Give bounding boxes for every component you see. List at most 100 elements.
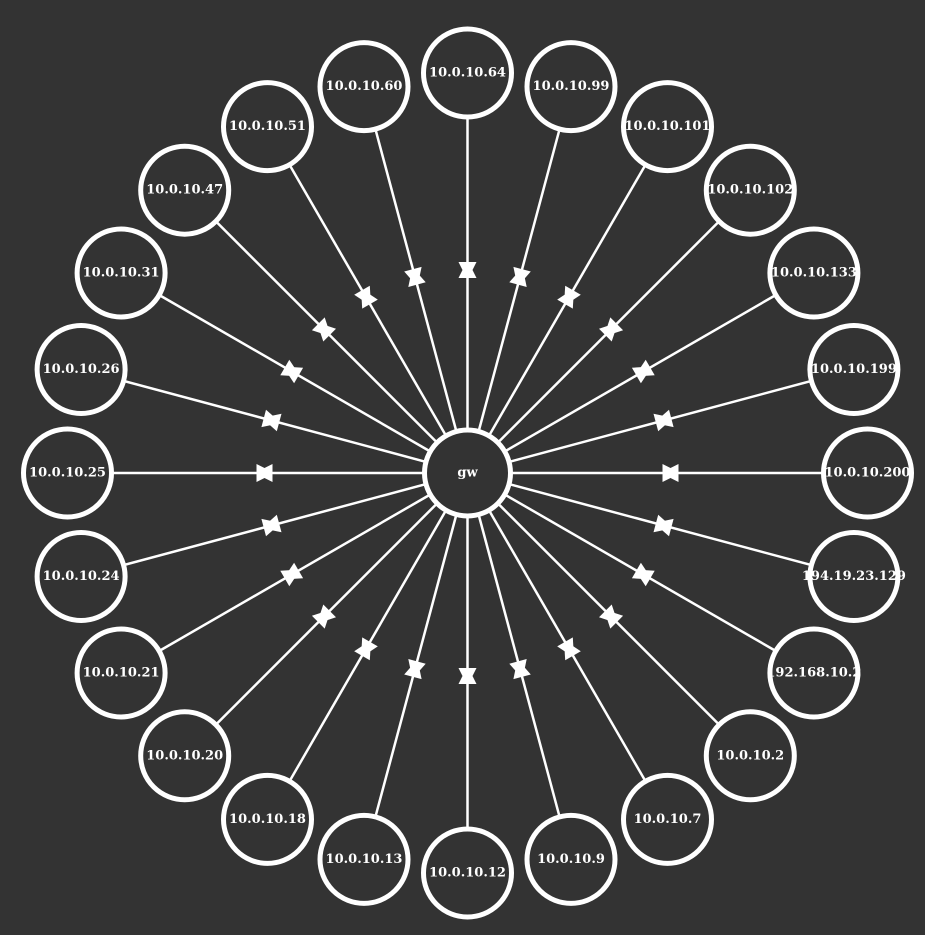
node-10.0.10.2[interactable]: 10.0.10.2 <box>703 709 797 803</box>
arrowhead-outbound <box>261 413 282 432</box>
node-circle <box>221 772 314 866</box>
node-label: 10.0.10.2 <box>716 748 784 763</box>
node-label: 10.0.10.99 <box>533 79 610 94</box>
node-10.0.10.47[interactable]: 10.0.10.47 <box>138 143 232 237</box>
arrowhead-outbound <box>631 366 652 384</box>
node-circle <box>703 143 797 237</box>
node-10.0.10.200[interactable]: 10.0.10.200 <box>821 426 914 520</box>
node-circle <box>621 80 714 174</box>
node-192.168.10.2[interactable]: 192.168.10.2 <box>766 626 861 720</box>
node-circle <box>34 323 128 416</box>
arrowhead-outbound <box>653 413 674 432</box>
node-gw[interactable]: gw <box>422 427 513 519</box>
arrowhead-outbound <box>283 366 304 384</box>
node-10.0.10.26[interactable]: 10.0.10.26 <box>34 323 128 416</box>
node-10.0.10.20[interactable]: 10.0.10.20 <box>138 709 232 803</box>
arrowhead-outbound <box>509 267 527 287</box>
node-circle <box>421 826 514 920</box>
node-circle <box>807 323 901 416</box>
node-194.19.23.129[interactable]: 194.19.23.129 <box>802 530 906 623</box>
arrowhead-outbound <box>261 514 282 533</box>
node-10.0.10.99[interactable]: 10.0.10.99 <box>524 40 618 134</box>
node-circle <box>317 812 411 906</box>
node-label: 10.0.10.13 <box>326 852 403 867</box>
node-label: 10.0.10.31 <box>83 266 160 281</box>
node-label: 10.0.10.47 <box>146 183 223 198</box>
arrowhead-outbound <box>599 604 619 624</box>
arrowhead-outbound <box>557 288 574 309</box>
arrowhead-outbound <box>557 637 574 658</box>
node-10.0.10.102[interactable]: 10.0.10.102 <box>703 143 797 237</box>
node-label: 10.0.10.199 <box>811 362 897 377</box>
node-circle <box>74 626 168 720</box>
arrowhead-outbound <box>254 464 273 482</box>
node-10.0.10.60[interactable]: 10.0.10.60 <box>317 40 411 134</box>
arrowhead-outbound <box>361 637 378 658</box>
arrowhead-outbound <box>283 562 304 580</box>
node-label: 10.0.10.64 <box>429 66 506 81</box>
node-10.0.10.25[interactable]: 10.0.10.25 <box>21 426 114 520</box>
node-10.0.10.7[interactable]: 10.0.10.7 <box>621 772 714 866</box>
node-circle <box>221 80 314 174</box>
node-label: 10.0.10.7 <box>634 812 702 827</box>
arrowhead-outbound <box>509 659 527 679</box>
node-label: 10.0.10.200 <box>825 466 911 481</box>
center-node-circle <box>422 427 513 519</box>
node-label: 10.0.10.102 <box>707 183 793 198</box>
node-label: 10.0.10.18 <box>229 812 306 827</box>
arrowhead-outbound <box>361 288 378 309</box>
node-label: 10.0.10.25 <box>29 466 106 481</box>
node-circle <box>34 530 128 623</box>
node-10.0.10.64[interactable]: 10.0.10.64 <box>421 26 514 120</box>
center-node-label: gw <box>457 466 478 481</box>
node-circle <box>21 426 114 520</box>
node-label: 10.0.10.60 <box>326 79 403 94</box>
node-circle <box>138 143 232 237</box>
node-circle <box>767 626 861 720</box>
arrowhead-outbound <box>408 267 426 287</box>
node-circle <box>74 226 168 320</box>
node-10.0.10.101[interactable]: 10.0.10.101 <box>621 80 714 174</box>
arrowhead-outbound <box>653 514 674 533</box>
node-label: 10.0.10.51 <box>229 119 306 134</box>
node-circle <box>767 226 861 320</box>
node-10.0.10.12[interactable]: 10.0.10.12 <box>421 826 514 920</box>
node-label: 10.0.10.9 <box>537 852 605 867</box>
node-label: 10.0.10.24 <box>43 569 120 584</box>
node-circle <box>138 709 232 803</box>
node-10.0.10.24[interactable]: 10.0.10.24 <box>34 530 128 623</box>
node-label: 194.19.23.129 <box>802 569 906 584</box>
arrowhead-outbound <box>408 659 426 679</box>
node-10.0.10.21[interactable]: 10.0.10.21 <box>74 626 168 720</box>
arrowhead-outbound <box>316 604 336 624</box>
node-10.0.10.31[interactable]: 10.0.10.31 <box>74 226 168 320</box>
nodes-layer: 10.0.10.64 10.0.10.99 10.0.10.101 10.0.10.1… <box>21 26 914 920</box>
node-label: 10.0.10.21 <box>83 666 160 681</box>
arrowhead-outbound <box>662 464 681 482</box>
node-10.0.10.133[interactable]: 10.0.10.133 <box>767 226 861 320</box>
node-label: 10.0.10.26 <box>43 362 120 377</box>
arrowhead-outbound <box>458 668 477 686</box>
arrowhead-outbound <box>631 562 652 580</box>
node-10.0.10.18[interactable]: 10.0.10.18 <box>221 772 314 866</box>
node-circle <box>821 426 914 520</box>
node-circle <box>703 709 797 803</box>
node-10.0.10.9[interactable]: 10.0.10.9 <box>524 812 618 906</box>
node-10.0.10.51[interactable]: 10.0.10.51 <box>221 80 314 174</box>
node-circle <box>421 26 514 120</box>
node-circle <box>317 40 411 134</box>
node-circle <box>807 530 901 623</box>
node-circle <box>524 40 618 134</box>
edges-layer <box>111 117 824 829</box>
arrowhead-outbound <box>316 322 336 342</box>
node-label: 10.0.10.12 <box>429 866 506 881</box>
node-label: 10.0.10.133 <box>771 266 857 281</box>
arrowhead-outbound <box>599 322 619 342</box>
node-10.0.10.13[interactable]: 10.0.10.13 <box>317 812 411 906</box>
node-circle <box>621 772 714 866</box>
node-label: 10.0.10.101 <box>625 119 711 134</box>
node-10.0.10.199[interactable]: 10.0.10.199 <box>807 323 901 416</box>
node-circle <box>524 812 618 906</box>
node-label: 192.168.10.2 <box>766 666 861 681</box>
